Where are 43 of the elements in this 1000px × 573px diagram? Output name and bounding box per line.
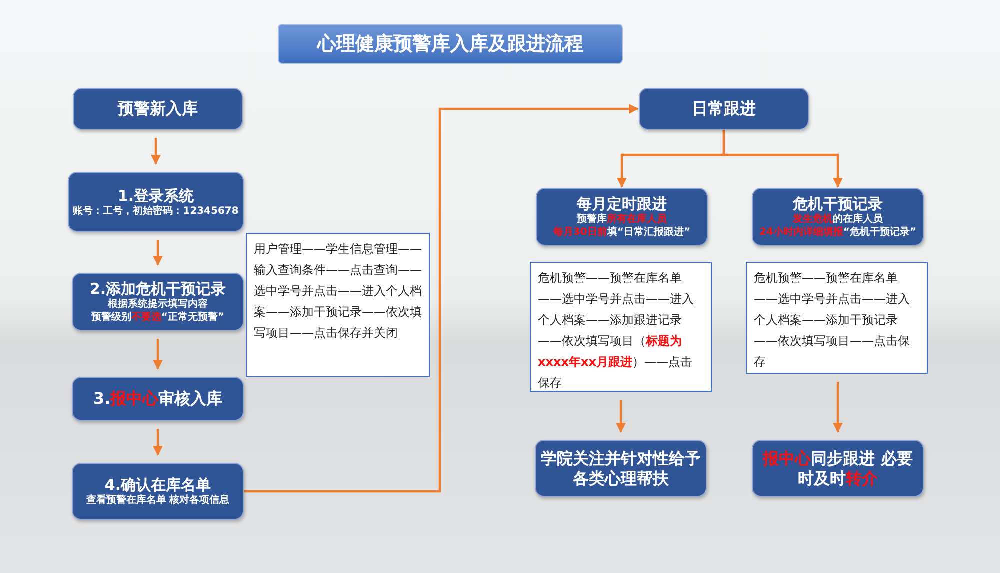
arrow [153,240,163,266]
arrow [153,429,163,456]
note-box [246,233,430,377]
step-title: 每月定时跟进 [577,195,667,213]
step-detail: 每月30日前填“日常汇报跟进” [553,226,691,239]
process-box [73,88,243,130]
arrow [244,104,639,493]
process-box [535,440,707,497]
step-title: 预警新入库 [118,99,198,119]
step-title: 学院关注并针对性给予各类心理帮扶 [540,449,702,488]
step-title: 4.确认在库名单 [104,476,212,494]
arrow [151,138,161,165]
process-box [752,440,924,497]
process-box [72,273,244,331]
step-title: 3.报中心审核入库 [93,389,223,409]
note-text: 危机预警——预警在库名单——选中学号并点击——进入个人档案——添加干预记录——依次填写项目——点击保存 [754,271,910,369]
arrow [722,130,843,188]
note-box [746,262,928,374]
step-title: 危机干预记录 [793,195,883,213]
step-detail: 24小时内详细填报“危机干预记录” [759,226,917,239]
step-title: 日常跟进 [692,99,756,119]
step-title: 2.添加危机干预记录 [90,280,226,298]
arrow [616,400,626,433]
step-detail: 预警级别不要选“正常无预警” [91,311,225,324]
arrow [833,382,843,433]
process-box [536,188,708,246]
step-title: 1.登录系统 [118,186,194,204]
note-box [530,262,712,392]
arrow [153,339,163,370]
process-box [72,463,244,520]
step-detail: 预警库所有在库人员 [577,213,667,226]
process-box [639,88,809,130]
note-text: 危机预警——预警在库名单——选中学号并点击——进入个人档案——添加跟进记录——依次填写项目（标题为xxxx年xx月跟进）——点击保存 [538,271,694,390]
process-box [72,377,244,421]
title-banner: 心理健康预警库入库及跟进流程 [278,24,623,64]
step-detail: 根据系统提示填写内容 [108,298,208,311]
step-detail: 查看预警在库名单 核对各项信息 [86,494,230,507]
process-box [752,188,924,246]
step-title: 报中心同步跟进 必要时及时转介 [762,449,914,488]
step-detail: 发生危机的在库人员 [793,213,883,226]
step-detail: 账号：工号，初始密码：12345678 [73,204,239,218]
process-box [68,172,244,232]
note-text: 用户管理——学生信息管理——输入查询条件——点击查询——选中学号并点击——进入个人档案——添加干预记录——依次填写项目——点击保存并关闭 [254,242,422,340]
